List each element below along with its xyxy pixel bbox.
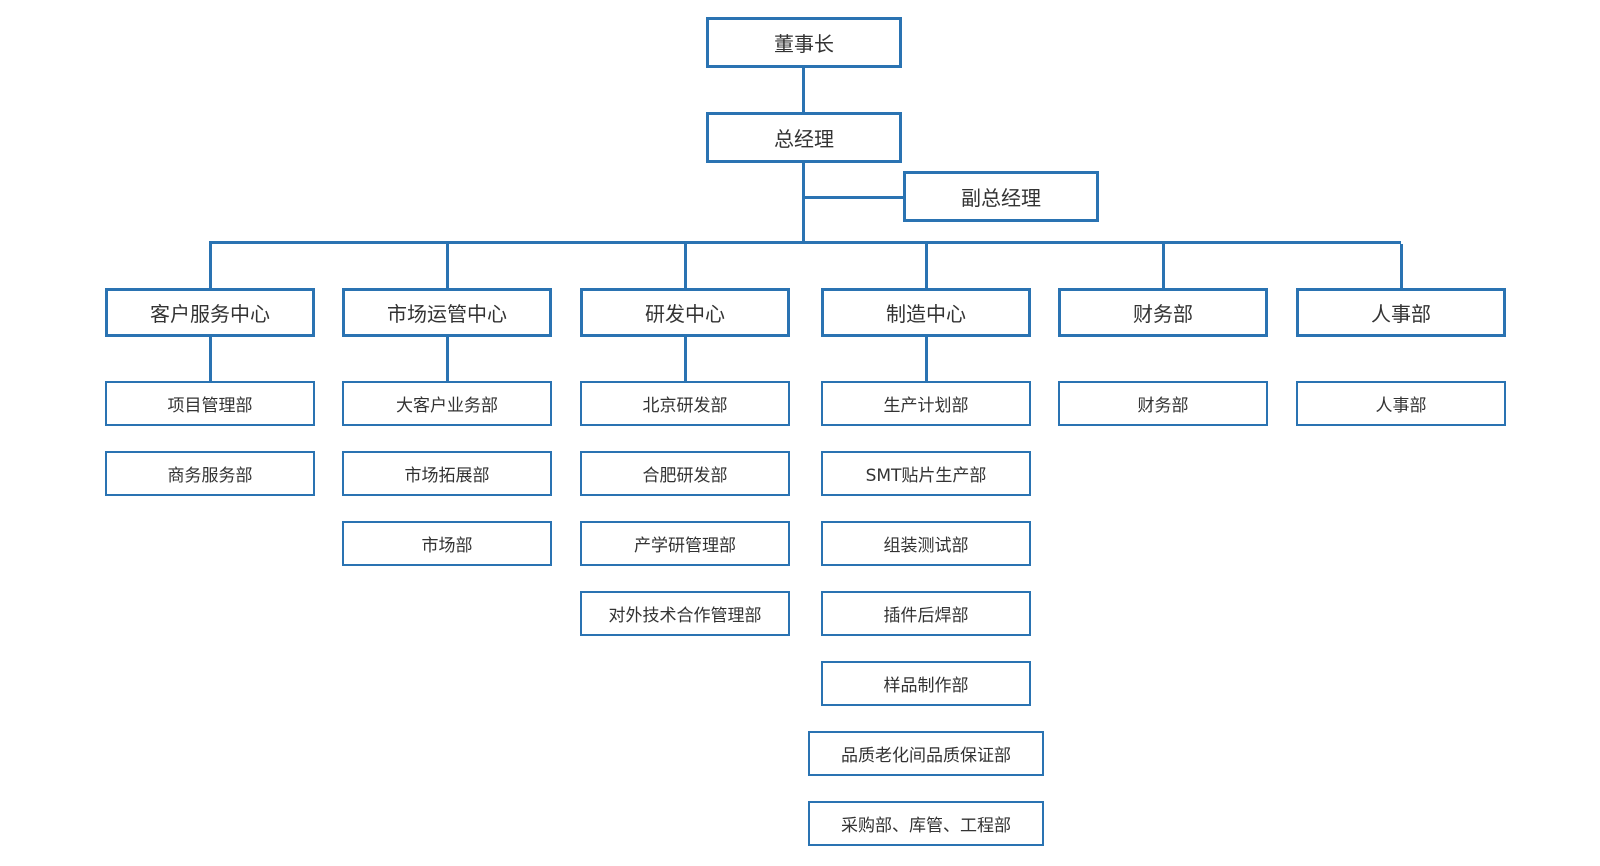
center-box: 研发中心 xyxy=(580,288,790,337)
department-box: 项目管理部 xyxy=(105,381,315,426)
department-box: 商务服务部 xyxy=(105,451,315,496)
center-box: 市场运管中心 xyxy=(342,288,552,337)
connector-horizontal-bus xyxy=(209,241,1401,244)
center-box: 财务部 xyxy=(1058,288,1268,337)
department-box: 市场拓展部 xyxy=(342,451,552,496)
general-manager-box: 总经理 xyxy=(706,112,902,163)
department-box: 人事部 xyxy=(1296,381,1506,426)
department-box: 财务部 xyxy=(1058,381,1268,426)
connector-center-dept xyxy=(208,337,212,381)
connector-chairman-gm xyxy=(802,68,805,112)
department-box: 采购部、库管、工程部 xyxy=(808,801,1044,846)
connector-bus-center xyxy=(1161,244,1165,288)
department-box: 对外技术合作管理部 xyxy=(580,591,790,636)
connector-deputy xyxy=(802,196,903,199)
department-box: 品质老化间品质保证部 xyxy=(808,731,1044,776)
department-box: 插件后焊部 xyxy=(821,591,1031,636)
department-box: SMT贴片生产部 xyxy=(821,451,1031,496)
deputy-general-manager-box: 副总经理 xyxy=(903,171,1099,222)
connector-center-dept xyxy=(924,337,928,381)
center-box: 制造中心 xyxy=(821,288,1031,337)
department-box: 大客户业务部 xyxy=(342,381,552,426)
connector-center-dept xyxy=(683,337,687,381)
department-box: 产学研管理部 xyxy=(580,521,790,566)
connector-center-dept xyxy=(445,337,449,381)
department-box: 组装测试部 xyxy=(821,521,1031,566)
connector-bus-center xyxy=(683,244,687,288)
department-box: 生产计划部 xyxy=(821,381,1031,426)
department-box: 北京研发部 xyxy=(580,381,790,426)
department-box: 合肥研发部 xyxy=(580,451,790,496)
connector-bus-center xyxy=(208,244,212,288)
center-box: 人事部 xyxy=(1296,288,1506,337)
connector-bus-center xyxy=(1399,244,1403,288)
connector-gm-trunk xyxy=(802,163,805,244)
chairman-box: 董事长 xyxy=(706,17,902,68)
connector-bus-center xyxy=(924,244,928,288)
department-box: 样品制作部 xyxy=(821,661,1031,706)
center-box: 客户服务中心 xyxy=(105,288,315,337)
department-box: 市场部 xyxy=(342,521,552,566)
connector-bus-center xyxy=(445,244,449,288)
